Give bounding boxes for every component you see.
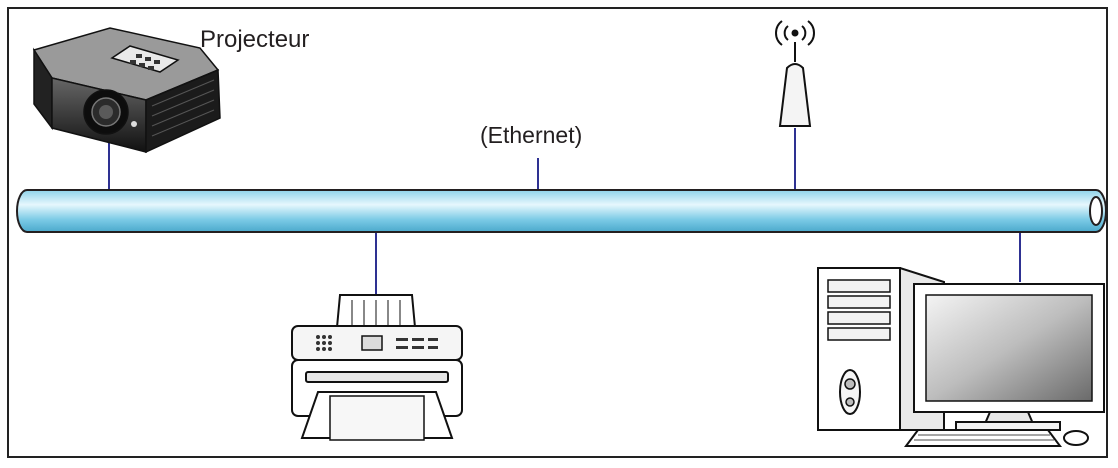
ethernet-label: (Ethernet)	[480, 122, 583, 148]
keyboard-icon	[904, 429, 1062, 447]
ethernet-cable	[16, 189, 1107, 233]
projector-label: Projecteur	[200, 26, 310, 53]
mouse-icon	[1063, 430, 1089, 446]
fax-printer-icon	[291, 294, 463, 441]
projector-icon	[32, 27, 221, 154]
power-button	[839, 369, 861, 415]
monitor	[913, 283, 1105, 431]
connector-lines	[108, 128, 1021, 300]
wireless-antenna-icon	[775, 20, 815, 127]
cable-end-opening	[1089, 196, 1103, 226]
desktop-computer-icon	[817, 267, 1105, 447]
